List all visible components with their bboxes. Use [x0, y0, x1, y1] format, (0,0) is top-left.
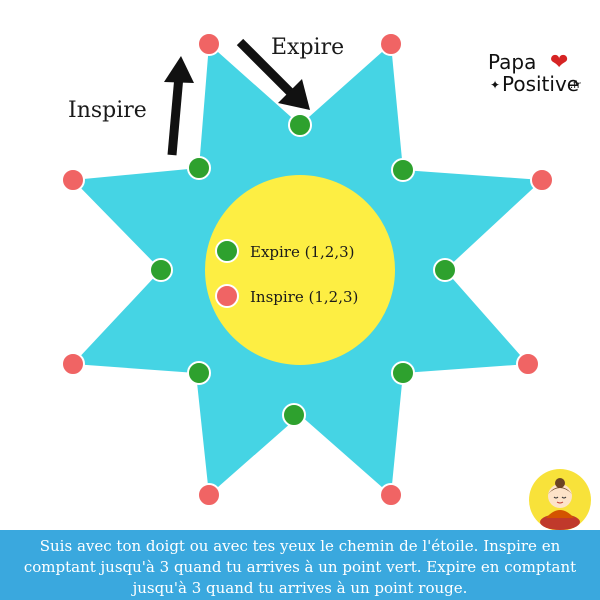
inhale-dot: [197, 483, 221, 507]
breathing-dots: [61, 32, 554, 507]
papa-positive-logo: Papa ❤ ✦ Positive .fr: [488, 50, 588, 100]
center-circle: [205, 175, 395, 365]
inspire-arrow-label: Inspire: [68, 98, 147, 123]
inhale-dot: [379, 483, 403, 507]
logo-domain-suffix: .fr: [570, 80, 581, 91]
inhale-dot: [379, 32, 403, 56]
instructions-banner: Suis avec ton doigt ou avec tes yeux le …: [0, 530, 600, 600]
meditating-child-icon: [529, 469, 591, 531]
exhale-dot: [149, 258, 173, 282]
inspire-arrow-icon: [164, 56, 194, 156]
logo-positive-text: Positive: [502, 72, 580, 96]
exhale-dot: [282, 403, 306, 427]
logo-papa-text: Papa: [488, 50, 537, 74]
exhale-dot: [391, 158, 415, 182]
sparkle-icon: ✦: [490, 78, 501, 92]
exhale-dot: [288, 113, 312, 137]
instructions-text: Suis avec ton doigt ou avec tes yeux le …: [23, 537, 577, 597]
inhale-dot: [530, 168, 554, 192]
inhale-dot: [61, 168, 85, 192]
exhale-dot: [433, 258, 457, 282]
legend-inhale-dot: [215, 284, 239, 308]
inhale-dot: [197, 32, 221, 56]
expire-arrow-label: Expire: [271, 35, 344, 60]
inhale-dot: [61, 352, 85, 376]
exhale-dot: [391, 361, 415, 385]
legend-exhale-dot: [215, 239, 239, 263]
exhale-dot: [187, 156, 211, 180]
legend-exhale-label: Expire (1,2,3): [250, 243, 355, 261]
inhale-dot: [516, 352, 540, 376]
heart-icon: ❤: [550, 50, 569, 75]
legend-inhale-label: Inspire (1,2,3): [250, 288, 358, 306]
expire-arrow-icon: [236, 38, 310, 110]
exhale-dot: [187, 361, 211, 385]
